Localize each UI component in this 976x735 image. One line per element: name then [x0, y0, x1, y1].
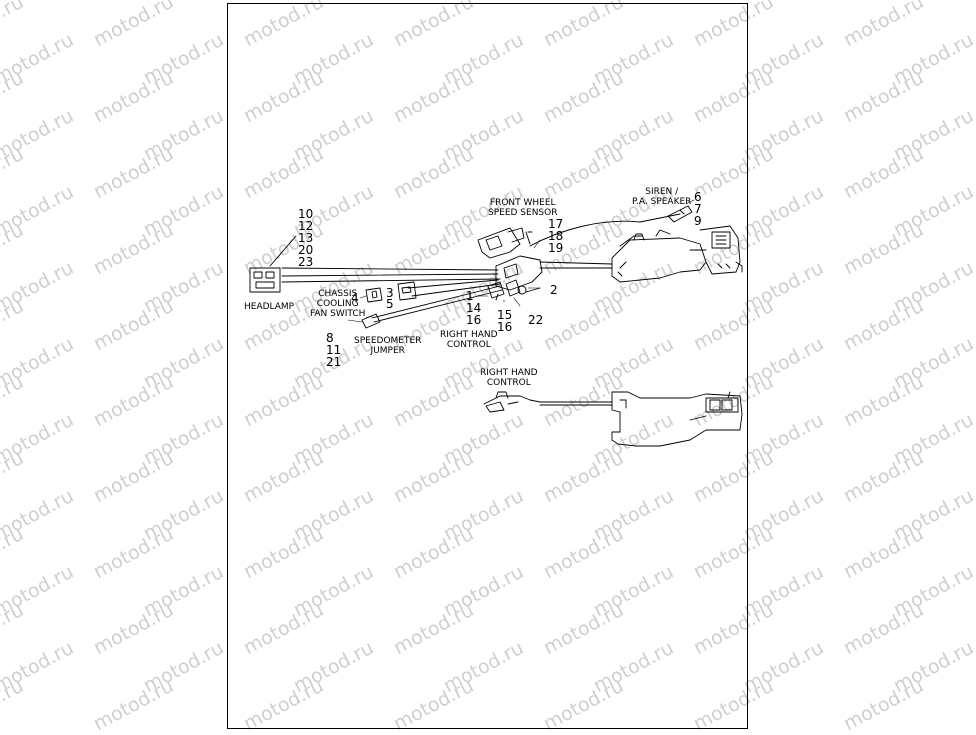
front-wheel-label-line2: SPEED SENSOR	[488, 208, 558, 218]
speedometer-label: SPEEDOMETER JUMPER	[354, 336, 421, 356]
harness-body-upper	[611, 225, 743, 283]
rhc-bottom-label-line2: CONTROL	[486, 378, 531, 388]
ref-number: 15	[497, 308, 513, 322]
rhc-top-label: RIGHT HAND CONTROL	[440, 330, 498, 350]
rhc-top-label-line1: RIGHT HAND	[440, 330, 498, 340]
ref-number: 3	[386, 286, 394, 300]
ref-number: 16	[466, 313, 482, 327]
speedometer-connector	[361, 313, 381, 329]
ref-number: 20	[298, 243, 314, 257]
ref-number: 10	[298, 207, 314, 221]
page-frame	[227, 3, 748, 729]
ref-number: 2	[550, 283, 558, 297]
fan-switch-wires	[407, 279, 501, 297]
ref-number: 13	[298, 231, 314, 245]
sensor-refs: 17 18 19	[548, 218, 563, 254]
leader-lines	[347, 199, 695, 323]
chassis-fan-label-line2: COOLING	[316, 299, 359, 309]
ref-number: 8	[326, 331, 334, 345]
headlamp-label: HEADLAMP	[244, 302, 295, 312]
ref-number: 1	[466, 289, 474, 303]
ref-number: 9	[694, 214, 702, 228]
headlamp-refs: 10 12 13 20 23	[298, 208, 313, 268]
ref-number: 4	[351, 291, 359, 305]
headlamp-connector	[249, 235, 297, 293]
ref-number: 19	[548, 241, 564, 255]
rhc-mid-refs: 15 16	[497, 309, 512, 333]
ref-number: 14	[466, 301, 482, 315]
ref-number: 17	[548, 217, 564, 231]
siren-label-line1: SIREN /	[645, 187, 679, 197]
chassis-fan-label-line1: CHASSIS	[318, 289, 358, 299]
ref-number: 11	[326, 343, 342, 357]
speedo-refs: 8 11 21	[326, 332, 341, 368]
siren-label-line2: P.A. SPEAKER	[632, 197, 692, 207]
chassis-fan-label-line3: FAN SWITCH	[310, 309, 366, 319]
siren-label: SIREN / P.A. SPEAKER	[632, 187, 691, 207]
speedometer-wires	[371, 285, 503, 323]
siren-connector	[667, 205, 693, 223]
speedometer-label-line2: JUMPER	[370, 346, 405, 356]
rhc-bottom-label-line1: RIGHT HAND	[480, 368, 538, 378]
ref-number: 5	[386, 297, 394, 311]
ref-number: 12	[298, 219, 314, 233]
lower-rhc-assembly	[483, 391, 743, 447]
speedometer-label-line1: SPEEDOMETER	[354, 336, 422, 346]
ref-number: 21	[326, 355, 342, 369]
ref-number: 16	[497, 320, 513, 334]
ref-number: 6	[694, 190, 702, 204]
siren-refs: 6 7 9	[694, 191, 702, 227]
chassis-fan-label: CHASSIS COOLING FAN SWITCH	[310, 289, 365, 319]
ref-number: 18	[548, 229, 564, 243]
rhc-top-label-line2: CONTROL	[446, 340, 491, 350]
front-wheel-label: FRONT WHEEL SPEED SENSOR	[488, 198, 558, 218]
rhc-left-refs: 1 14 16	[466, 290, 481, 326]
headlamp-wires	[281, 267, 501, 283]
ref-number: 22	[528, 313, 544, 327]
center-hub	[487, 255, 543, 301]
main-trunk	[529, 213, 681, 269]
ref-number: 23	[298, 255, 314, 269]
front-wheel-label-line1: FRONT WHEEL	[489, 198, 556, 208]
speed-sensor-assembly	[477, 227, 533, 259]
rhc-bottom-label: RIGHT HAND CONTROL	[480, 368, 538, 388]
fan-switch-connector	[365, 281, 417, 303]
ref-number: 7	[694, 202, 702, 216]
